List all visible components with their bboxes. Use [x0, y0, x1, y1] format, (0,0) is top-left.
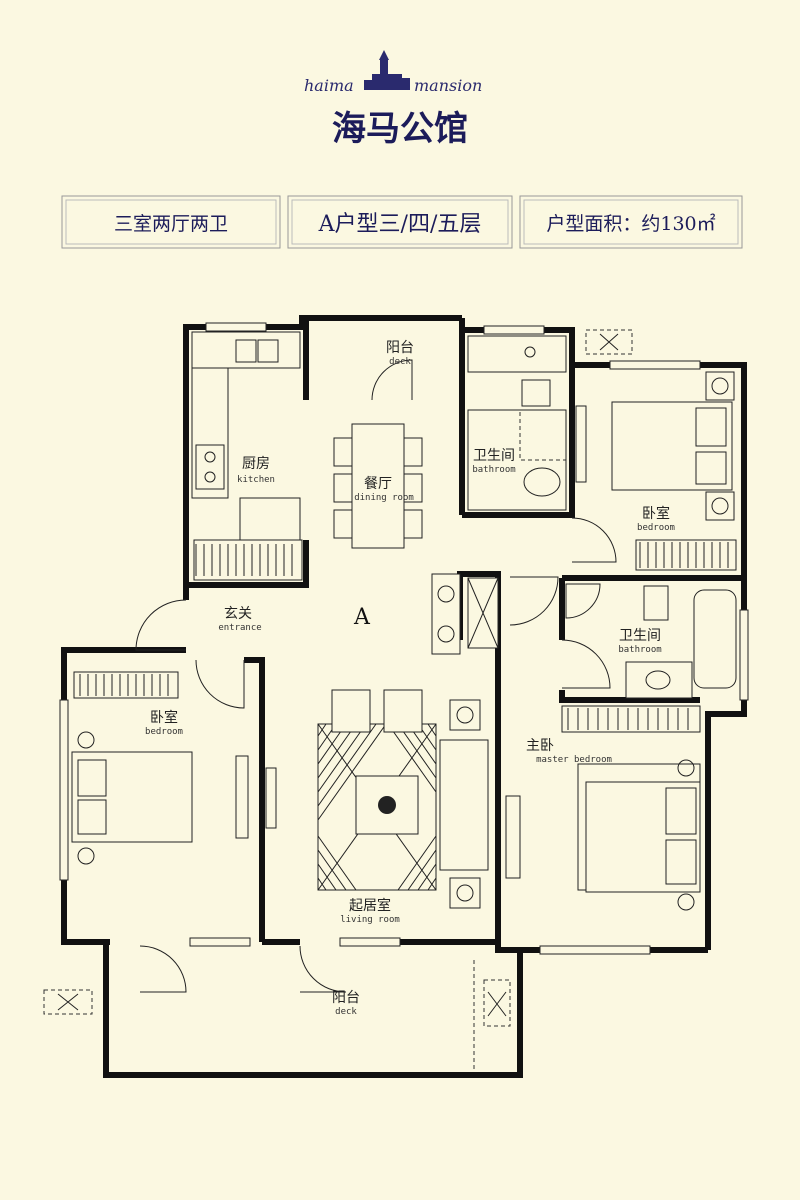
door-bedroom-ne: [571, 517, 617, 563]
window-bedroom-ne: [609, 360, 701, 370]
lamp-living2-icon: [456, 884, 474, 902]
label-dining-en: dining room: [354, 493, 414, 503]
entrance-cabinets: [431, 573, 499, 655]
label-deck-bottom-en: deck: [335, 1007, 357, 1017]
logo-text-right: mansion: [414, 76, 482, 95]
lamp-living1-icon: [456, 706, 474, 724]
kitchen-storage: [193, 539, 303, 581]
door-deck-bottom: [299, 945, 347, 993]
ac-unit-s-icon: [483, 979, 511, 1027]
info-unit-type: A户型三/四/五层: [318, 212, 482, 237]
tv-stand: [575, 405, 587, 483]
door-entrance: [135, 599, 187, 651]
dining-table: [333, 423, 423, 549]
living-furniture: [317, 689, 489, 909]
info-layout-box: [61, 195, 281, 249]
label-living-en: living room: [340, 915, 400, 925]
door-deck-top: [371, 359, 413, 401]
lamp-master2-icon: [677, 893, 695, 911]
logo: haima mansion: [304, 50, 482, 95]
doors: [135, 359, 617, 993]
label-entrance-cn: 玄关: [224, 605, 252, 622]
label-bedroom-ne-cn: 卧室: [642, 505, 670, 522]
window-living: [339, 937, 401, 947]
info-area-box: [519, 195, 743, 249]
wardrobe-ne: [635, 539, 737, 571]
armchair-right: [383, 689, 423, 733]
label-bathroom-mid-cn: 卫生间: [619, 628, 661, 644]
unit-letter: A: [353, 605, 371, 630]
window-bedroom-w: [59, 699, 69, 881]
label-living-cn: 起居室: [349, 897, 391, 914]
lamp-w2-icon: [77, 847, 95, 865]
door-master: [509, 576, 559, 626]
window-bedroom-w-bottom: [189, 937, 251, 947]
info-area: 户型面积：约130㎡: [546, 212, 715, 235]
label-master-en: master bedroom: [536, 755, 612, 765]
label-bathroom-mid-en: bathroom: [618, 645, 661, 655]
lamp-w1-icon: [77, 731, 95, 749]
bedroom-ne-furniture: [575, 371, 737, 571]
window-bath-mid: [739, 609, 749, 701]
ac-unit-ne-icon: [585, 329, 633, 355]
tv-stand-master: [505, 795, 521, 879]
kitchen-fixtures: [191, 331, 303, 581]
bathroom-mid-fixtures: [565, 583, 737, 699]
label-bathroom-top-en: bathroom: [472, 465, 515, 475]
window-kitchen: [205, 322, 267, 332]
master-furniture: [505, 705, 701, 911]
label-entrance-en: entrance: [218, 623, 261, 633]
wardrobe-w: [73, 671, 179, 699]
label-deck-top-en: deck: [389, 357, 411, 367]
bathtub-icon: [693, 589, 737, 689]
shower-icon: [565, 583, 601, 619]
lamp-master1-icon: [677, 759, 695, 777]
window-master: [539, 945, 651, 955]
label-bedroom-ne-en: bedroom: [637, 523, 675, 533]
project-title: 海马公馆: [332, 109, 468, 149]
sink-icon: [523, 467, 561, 497]
sofa: [439, 739, 489, 871]
door-bedroom-w: [195, 659, 245, 709]
bathroom-top-fixtures: [467, 335, 567, 511]
window-bath-top: [483, 325, 545, 335]
label-master-cn: 主卧: [526, 738, 554, 754]
tv-stand-w: [235, 755, 249, 839]
door-deck-west: [139, 945, 187, 993]
label-deck-bottom-cn: 阳台: [332, 990, 360, 1006]
info-unit-box: [287, 195, 513, 249]
label-deck-top-cn: 阳台: [386, 340, 414, 356]
walls: [61, 315, 747, 1078]
logo-text-left: haima: [304, 76, 354, 95]
toilet-mid-icon: [643, 585, 669, 621]
room-labels: 阳台 deck 厨房 kitchen 餐厅 dining room 卫生间 ba…: [145, 340, 675, 1017]
label-bedroom-w-cn: 卧室: [150, 709, 178, 726]
windows: [59, 322, 749, 955]
door-bath-mid: [561, 639, 611, 689]
fridge-icon: [239, 497, 301, 541]
info-layout: 三室两厅两卫: [114, 213, 228, 235]
ac-markers: [43, 329, 633, 1070]
flower-icon: [378, 796, 396, 814]
toilet-icon: [521, 379, 551, 407]
ac-unit-w-icon: [43, 989, 93, 1015]
bedroom-w-furniture: [71, 671, 277, 865]
lamp-icon: [705, 371, 735, 401]
wardrobe-master: [561, 705, 701, 733]
armchair-left: [331, 689, 371, 733]
label-kitchen-en: kitchen: [237, 475, 275, 485]
label-kitchen-cn: 厨房: [242, 456, 270, 472]
label-bathroom-top-cn: 卫生间: [473, 448, 515, 464]
castle-logo-icon: [364, 50, 410, 90]
info-bar: 三室两厅两卫 A户型三/四/五层 户型面积：约130㎡: [61, 195, 743, 249]
label-bedroom-w-en: bedroom: [145, 727, 183, 737]
sink-mid-icon: [625, 661, 693, 699]
label-dining-cn: 餐厅: [364, 476, 392, 492]
